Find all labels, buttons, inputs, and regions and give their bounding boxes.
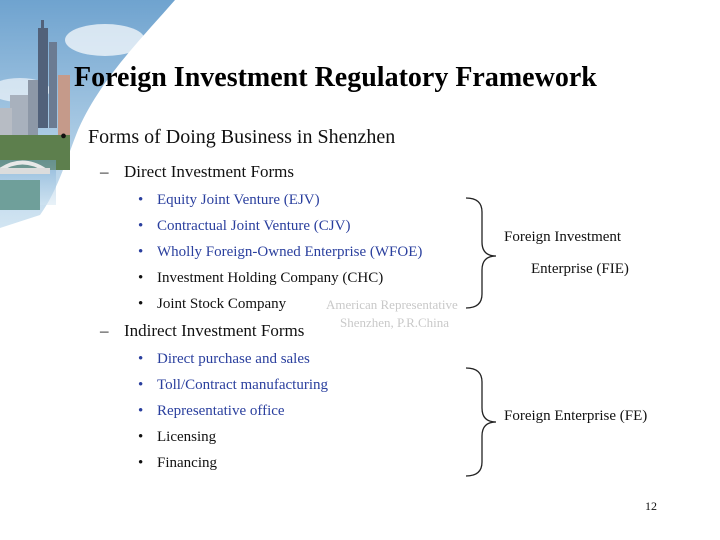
indirect-item: • Direct purchase and sales [138,351,310,368]
bullet-marker: • [138,218,144,234]
bullet-marker: • [138,244,144,260]
indirect-item: • Representative office [138,403,285,420]
bullet-marker: • [138,351,144,367]
dash-marker: – [100,162,109,181]
indirect-item-text: Toll/Contract manufacturing [157,377,328,393]
bullet-marker: • [138,296,144,312]
direct-item: • Wholly Foreign-Owned Enterprise (WFOE) [138,244,422,261]
watermark-line: American Representative [326,297,458,312]
fie-label-line2: Enterprise (FIE) [531,261,629,277]
indirect-item: • Financing [138,455,217,472]
slide-title: Foreign Investment Regulatory Framework [74,62,597,93]
fie-label-line1: Foreign Investment [504,229,622,245]
indirect-item-text: Licensing [157,429,217,445]
watermark: American Representative Shenzhen, P.R.Ch… [326,296,458,332]
direct-item-text: Joint Stock Company [157,296,287,312]
bullet-marker: • [138,192,144,208]
direct-item-text: Contractual Joint Venture (CJV) [157,218,351,234]
indirect-item: • Licensing [138,429,216,446]
grouping-braces [465,197,497,477]
bullet-marker: • [138,403,144,419]
direct-item: • Investment Holding Company (CHC) [138,270,383,287]
right-brace-direct [465,197,497,309]
direct-item: • Joint Stock Company [138,296,286,313]
bullet-marker: • [60,126,68,148]
level1-bullet-item: • Forms of Doing Business in Shenzhen [60,126,395,149]
bullet-marker: • [138,429,144,445]
indirect-item: • Toll/Contract manufacturing [138,377,328,394]
fe-label: Foreign Enterprise (FE) [504,408,648,424]
indirect-heading-text: Indirect Investment Forms [124,321,305,340]
direct-item: • Equity Joint Venture (EJV) [138,192,320,209]
indirect-forms-heading: –Indirect Investment Forms [100,321,304,341]
direct-heading-text: Direct Investment Forms [124,162,294,181]
watermark-line: Shenzhen, P.R.China [340,315,450,330]
direct-item-text: Investment Holding Company (CHC) [157,270,384,286]
bullet-marker: • [138,455,144,471]
direct-item: • Contractual Joint Venture (CJV) [138,218,350,235]
city-skyline-photo [0,0,175,228]
bullet-marker: • [138,377,144,393]
direct-forms-heading: –Direct Investment Forms [100,162,294,182]
right-brace-indirect [465,367,497,477]
bullet-marker: • [138,270,144,286]
indirect-item-text: Financing [157,455,217,471]
indirect-item-text: Representative office [157,403,285,419]
dash-marker: – [100,321,109,340]
direct-item-text: Wholly Foreign-Owned Enterprise (WFOE) [157,244,423,260]
level1-text: Forms of Doing Business in Shenzhen [88,126,396,148]
direct-item-text: Equity Joint Venture (EJV) [157,192,320,208]
page-number: 12 [645,499,657,513]
indirect-item-text: Direct purchase and sales [157,351,310,367]
